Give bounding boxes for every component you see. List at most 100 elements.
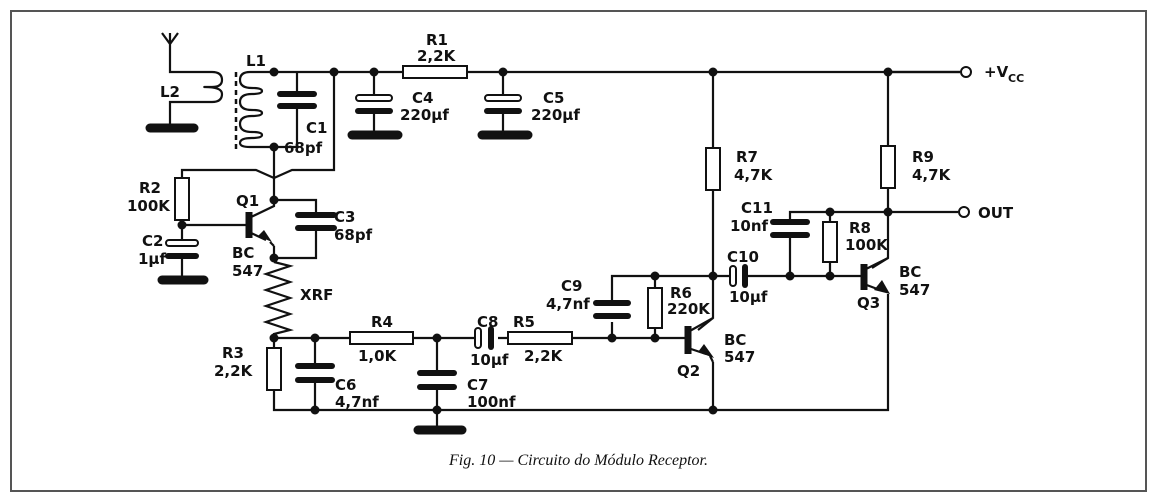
c9-ref-label: C9 [561,277,582,295]
r6-ref-label: R6 [670,284,692,302]
capacitor-c4: C4 220µf [355,72,449,135]
r8-value-label: 100K [845,236,889,254]
c7-value-label: 100nf [467,393,516,411]
c10-value-label: 10µf [729,288,768,306]
resistor-r4: R4 1,0K [349,313,414,365]
transistor-q1: Q1 BC 547 [232,192,276,280]
q2-ref-label: Q2 [677,362,700,380]
resistor-r7: R7 4,7K [705,147,774,191]
c6-value-label: 4,7nf [335,393,379,411]
vcc-terminal: +V CC [888,63,1024,85]
vcc-label: +V [984,63,1009,81]
r9-value-label: 4,7K [912,166,952,184]
q2-num-label: 547 [724,348,755,366]
r7-ref-label: R7 [736,148,758,166]
out-terminal: OUT [958,204,1014,222]
r5-ref-label: R5 [513,313,535,331]
out-label: OUT [978,204,1014,222]
c11-ref-label: C11 [741,199,773,217]
junction-dot [432,405,442,415]
c7-ref-label: C7 [467,376,488,394]
q3-num-label: 547 [899,281,930,299]
r3-ref-label: R3 [222,344,244,362]
c3-value-label: 68pf [334,226,373,244]
q1-num-label: 547 [232,262,263,280]
junction-dot [177,220,187,230]
c11-wire [788,210,888,276]
vcc-subscript: CC [1008,72,1024,85]
junction-dot [785,271,795,281]
r9-ref-label: R9 [912,148,934,166]
resistor-r6: R6 220K [647,284,711,329]
figure-frame [10,10,1147,492]
capacitor-c8: C8 10µf [470,313,509,369]
r5-value-label: 2,2K [524,347,564,365]
q2-collector-wire [697,72,715,331]
junction-dot [708,271,718,281]
capacitor-c10: C10 10µf [727,248,768,306]
c8-value-label: 10µf [470,351,509,369]
capacitor-c9: C9 4,7nf [546,277,631,319]
r2-top-wire [180,168,275,180]
c2-value-label: 1µf [138,250,166,268]
resistor-r8: R8 100K [822,219,889,263]
r4-ref-label: R4 [371,313,393,331]
capacitor-c11: C11 10nf [730,199,810,238]
junction-dot [607,333,617,343]
r1-value-label: 2,2K [417,47,457,65]
r4-value-label: 1,0K [358,347,398,365]
r6-value-label: 220K [667,300,711,318]
capacitor-c3: C3 68pf [295,208,373,244]
c5-ref-label: C5 [543,89,564,107]
junction-dot [825,271,835,281]
junction-dot [269,142,279,152]
q3-ref-label: Q3 [857,294,880,312]
q1-ref-label: Q1 [236,192,259,210]
junction-dot [708,67,718,77]
capacitor-c7: C7 100nf [417,370,516,411]
capacitor-c6: C6 4,7nf [295,363,379,411]
junction-dot [269,67,279,77]
junction-dot [269,253,279,263]
capacitor-c2: C2 1µf [138,232,199,268]
resistor-r5: R5 2,2K [507,313,573,365]
r3-value-label: 2,2K [214,362,254,380]
c1-ref-label: C1 [306,119,327,137]
junction-dot [883,207,893,217]
c3-wire [274,198,318,260]
resistor-r1: R1 2,2K [402,31,468,79]
resistor-r9: R9 4,7K [880,145,952,189]
c8-ref-label: C8 [477,313,498,331]
c4-value-label: 220µf [400,106,449,124]
inductor-xrf: XRF [262,260,333,338]
resistor-r3: R3 2,2K [214,344,282,391]
junction-dot [708,405,718,415]
r1-ref-label: R1 [426,31,448,49]
c4-ref-label: C4 [412,89,433,107]
capacitor-c1: C1 68pf [277,91,327,157]
figure-caption: Fig. 10 — Circuito do Módulo Receptor. [449,452,708,469]
l2-label: L2 [160,83,180,101]
c5-value-label: 220µf [531,106,580,124]
junction-dot [650,271,660,281]
q3-type-label: BC [899,263,921,281]
antenna-l2-wire [168,50,200,128]
r7-value-label: 4,7K [734,166,774,184]
antenna-icon [161,32,179,50]
q2-type-label: BC [724,331,746,349]
l1-label: L1 [246,52,266,70]
c9-r6-wire [610,274,713,338]
junction-dot [825,207,835,217]
junction-dot [329,67,339,77]
capacitor-c5: C5 220µf [484,72,580,135]
c10-ref-label: C10 [727,248,759,266]
c1-wire [274,72,299,149]
q1-type-label: BC [232,244,254,262]
junction-dot [650,333,660,343]
r2-ref-label: R2 [139,179,161,197]
c3-ref-label: C3 [334,208,355,226]
inductor-l2: L2 [160,70,224,104]
inductor-l1: L1 [234,52,266,150]
r2-value-label: 100K [127,197,171,215]
